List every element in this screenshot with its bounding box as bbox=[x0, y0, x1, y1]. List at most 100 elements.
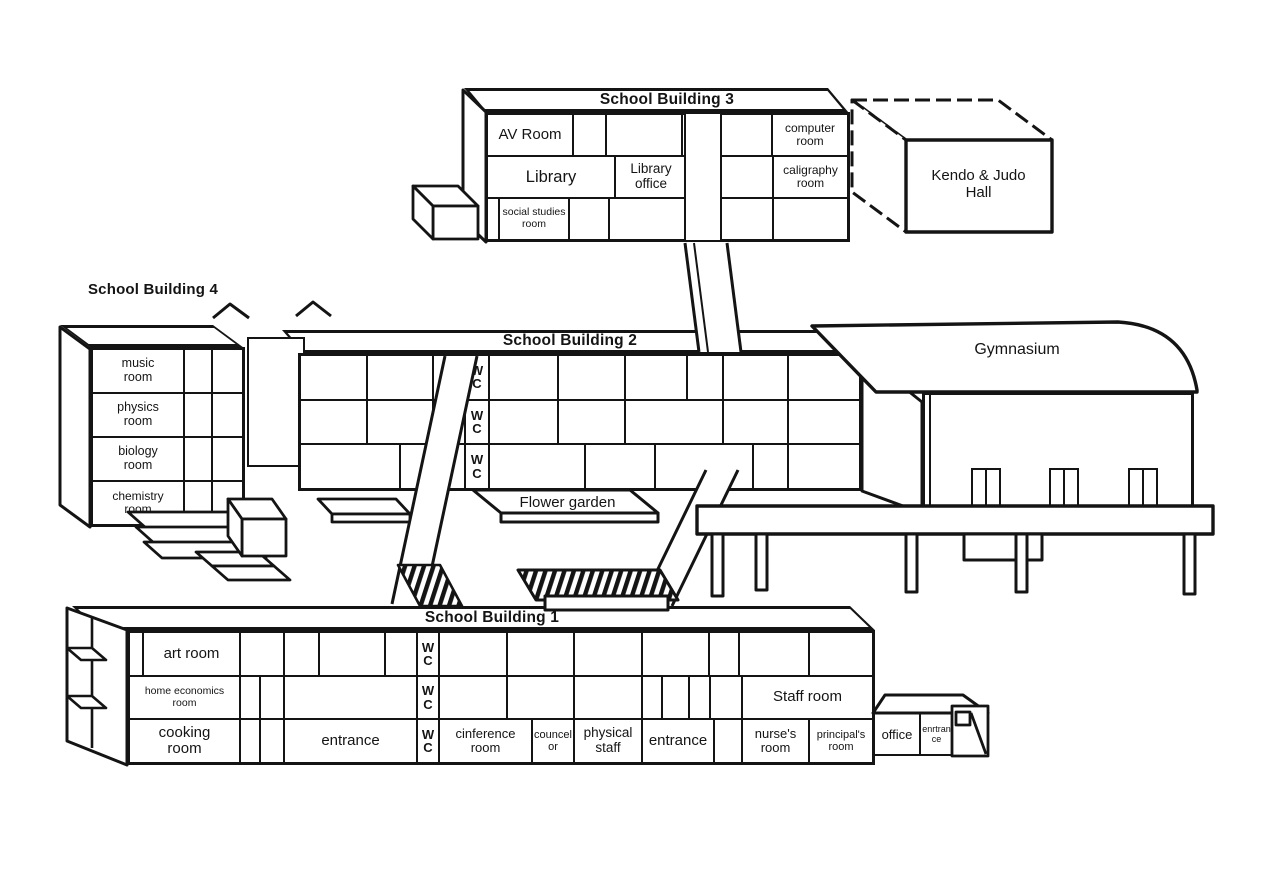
room-cell bbox=[320, 633, 386, 675]
room-cell bbox=[213, 482, 242, 524]
room-social-studies: social studies room bbox=[500, 199, 570, 239]
room-entrance-west: entrance bbox=[285, 720, 418, 763]
room-cooking: cooking room bbox=[130, 720, 241, 763]
room-cell bbox=[559, 400, 626, 444]
room-cell bbox=[440, 633, 508, 675]
building3-face: AV Room computer room Library Library of… bbox=[485, 112, 850, 242]
room-music: music room bbox=[93, 350, 185, 392]
room-cell bbox=[724, 356, 789, 399]
room-computer: computer room bbox=[784, 120, 836, 148]
hatched-stair bbox=[396, 563, 464, 608]
room-cell bbox=[570, 199, 610, 239]
building3-corridor-column bbox=[684, 114, 722, 240]
room-cell bbox=[810, 633, 872, 675]
gym-door-3 bbox=[1128, 468, 1158, 510]
building1-title: School Building 1 bbox=[424, 609, 560, 626]
courtyard-platform bbox=[316, 497, 412, 524]
room-caligraphy: caligraphy room bbox=[783, 162, 838, 190]
room-nurses: nurse's room bbox=[743, 720, 810, 763]
room-cell bbox=[368, 400, 434, 444]
room-biology: biology room bbox=[93, 438, 185, 480]
room-cell bbox=[285, 676, 418, 719]
covered-walkway-roof bbox=[516, 568, 680, 602]
annex-enrtrance: enrtrance bbox=[921, 712, 954, 756]
building2-right-side-face bbox=[860, 352, 924, 515]
room-cell bbox=[575, 676, 643, 719]
room-cell bbox=[688, 356, 724, 399]
building1-face: art room WC home economics room WC bbox=[127, 630, 875, 765]
room-cell bbox=[610, 199, 686, 239]
flower-garden-label: Flower garden bbox=[519, 494, 616, 511]
building2-title: School Building 2 bbox=[502, 332, 638, 349]
building2-floor-2: WC bbox=[301, 400, 859, 446]
room-cell bbox=[724, 400, 789, 444]
walkway-leg bbox=[1182, 532, 1197, 596]
room-cell bbox=[626, 400, 724, 444]
room-cell bbox=[559, 356, 626, 399]
room-cell bbox=[607, 115, 683, 155]
room-cell bbox=[740, 633, 810, 675]
gym-door-2 bbox=[1049, 468, 1079, 510]
room-cell bbox=[720, 199, 774, 239]
room-cell bbox=[301, 356, 368, 399]
room-cell bbox=[440, 676, 508, 719]
room-cell bbox=[261, 720, 285, 763]
walkway-base bbox=[962, 532, 1044, 562]
room-cell bbox=[690, 676, 711, 719]
room-cell bbox=[213, 350, 242, 392]
room-cell bbox=[774, 199, 847, 239]
room-cell bbox=[710, 633, 740, 675]
room-cell bbox=[185, 438, 213, 480]
room-cell bbox=[575, 633, 643, 675]
building4-floor-2: biology room bbox=[93, 438, 242, 482]
room-cell bbox=[386, 633, 418, 675]
building4-floor-1: chemistry room bbox=[93, 482, 242, 524]
building1-floor-2: home economics room WC Staff room bbox=[130, 676, 872, 721]
building2-left-wing bbox=[247, 337, 305, 467]
room-home-economics: home economics room bbox=[130, 676, 241, 719]
room-cell bbox=[488, 199, 500, 239]
room-library-office: Library office bbox=[616, 157, 688, 197]
room-cell bbox=[434, 400, 466, 444]
room-wc: WC bbox=[418, 676, 440, 719]
room-councelor: councelor bbox=[533, 720, 575, 763]
room-cell bbox=[720, 157, 774, 197]
room-cell bbox=[434, 445, 466, 489]
building2-face: WC WC WC bbox=[298, 353, 862, 491]
room-cell bbox=[717, 115, 773, 155]
building1-side-stairwell bbox=[65, 606, 129, 767]
room-physical-staff: physical staff bbox=[575, 720, 643, 763]
room-staff: Staff room bbox=[773, 688, 842, 706]
kendo-judo-hall-label: Kendo & Judo Hall bbox=[931, 167, 1026, 202]
building2-floor-1: WC bbox=[301, 445, 859, 489]
room-wc: WC bbox=[466, 356, 490, 399]
walkway-leg bbox=[1014, 532, 1029, 594]
room-cell bbox=[241, 720, 261, 763]
building3-floor-1: social studies room bbox=[488, 199, 847, 239]
room-cell bbox=[490, 356, 559, 399]
room-cell bbox=[301, 400, 368, 444]
room-library: Library bbox=[488, 157, 616, 197]
gym-walkway bbox=[695, 504, 1215, 598]
room-cell bbox=[490, 445, 586, 489]
room-cell bbox=[185, 350, 213, 392]
room-wc: WC bbox=[466, 445, 490, 489]
annex-roof bbox=[871, 693, 990, 715]
room-cell bbox=[789, 356, 859, 399]
room-cell bbox=[626, 356, 688, 399]
room-cell bbox=[508, 676, 575, 719]
building1-floor-1: cooking room entrance WC cinference room… bbox=[130, 720, 872, 763]
stairs-lower bbox=[194, 550, 292, 582]
room-cell bbox=[434, 356, 466, 399]
building4-floor-3: physics room bbox=[93, 394, 242, 438]
room-wc: WC bbox=[418, 633, 440, 675]
building4-roof-band bbox=[60, 325, 243, 347]
room-cell bbox=[711, 676, 743, 719]
room-cell bbox=[663, 676, 690, 719]
room-cell bbox=[368, 356, 434, 399]
annex-porch bbox=[950, 704, 990, 758]
room-cell bbox=[213, 394, 242, 436]
room-cell bbox=[213, 438, 242, 480]
room-cell bbox=[401, 445, 434, 489]
